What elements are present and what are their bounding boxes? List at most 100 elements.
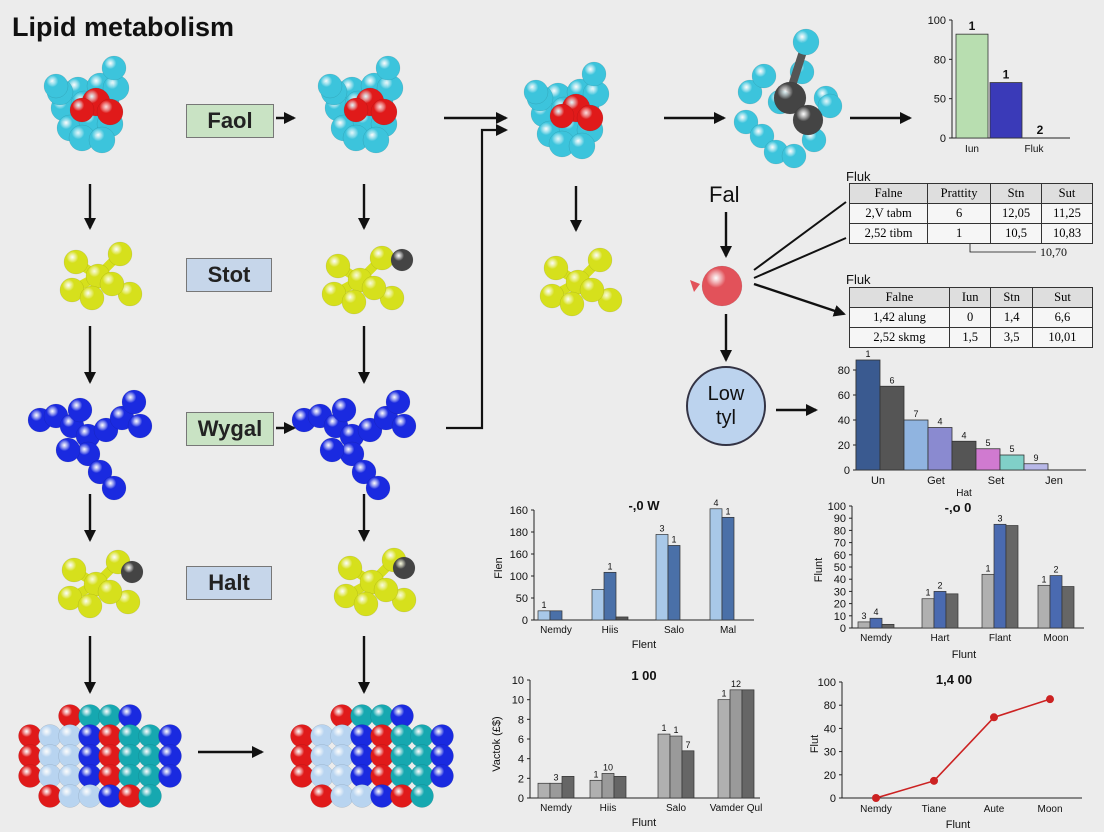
chart4-tick-label: 8 <box>518 714 524 726</box>
chart4-x-label: Flunt <box>632 817 656 829</box>
table2-cell: 10,01 <box>1031 327 1094 348</box>
chart2-bar-label: 1 <box>541 600 546 610</box>
chart3-bar <box>1037 584 1051 629</box>
cyan-atom <box>817 93 843 119</box>
cyan-atom <box>581 61 607 87</box>
chart4-bar-label: 3 <box>553 772 558 782</box>
chart2-bar <box>709 508 723 621</box>
chart0-category-label: Fluk <box>1025 144 1045 155</box>
chart1-tick-label: 40 <box>838 415 850 427</box>
chart5-tick-label: 20 <box>824 770 836 782</box>
carbon-atom <box>792 104 824 136</box>
chart1-bar-label: 7 <box>913 409 918 419</box>
chart2-y-label: Flen <box>493 557 505 578</box>
chart3-bar <box>993 523 1007 629</box>
low-tyl-line1: Low <box>707 383 745 405</box>
carbon-atom <box>120 560 144 584</box>
chart2-tick-label: 160 <box>510 549 528 561</box>
chart2-category-label: Hiis <box>602 625 619 636</box>
chart5-tick-label: 0 <box>830 793 836 805</box>
chart1-bar-label: 9 <box>1033 453 1038 463</box>
chart2-bar-label: 1 <box>725 506 730 516</box>
blue-atom <box>55 437 81 463</box>
carbon-atom <box>392 556 416 580</box>
oxygen-atom <box>549 103 575 129</box>
oxygen-atom <box>576 104 604 132</box>
chart4-bar-label: 7 <box>685 740 690 750</box>
chart1-bar <box>1023 463 1049 471</box>
chart3-bar <box>869 617 883 629</box>
chart4-title: 1 00 <box>631 668 656 683</box>
cyan-atom <box>751 63 777 89</box>
carbon-atom <box>773 81 807 115</box>
oxygen-atom <box>96 98 124 126</box>
fal-label: Fal <box>709 182 740 207</box>
blue-atom <box>67 397 93 423</box>
table2-header-cell: Falne <box>849 287 950 308</box>
yellow-atom <box>79 285 105 311</box>
chart1-tick-label: 20 <box>838 440 850 452</box>
mixed-atom <box>158 764 182 788</box>
chart0-category-label: Iun <box>965 144 979 155</box>
cyan-atom <box>43 73 69 99</box>
carbon-atom <box>390 248 414 272</box>
yellow-atom <box>61 557 87 583</box>
chart3-tick-label: 40 <box>834 574 846 586</box>
table2-cell: 1,4 <box>990 307 1033 328</box>
chart0-bar-label: 2 <box>1037 123 1044 137</box>
chart3-tick-label: 20 <box>834 599 846 611</box>
chart3-tick-label: 10 <box>834 611 846 623</box>
connector-line <box>753 201 847 271</box>
chart2-bar-label: 1 <box>671 534 676 544</box>
cyan-atom <box>568 132 596 160</box>
chart1-category-label: Un <box>871 475 885 487</box>
chart5-title: 1,4 00 <box>936 672 972 687</box>
chart2-category-label: Salo <box>664 625 684 636</box>
cyan-atom <box>523 79 549 105</box>
cyan-atom <box>733 109 759 135</box>
fal-to-table2-arrow <box>753 282 846 317</box>
chart1-tick-label: 80 <box>838 365 850 377</box>
cyan-atom <box>362 126 390 154</box>
chart5-x-label: Flunt <box>946 819 970 831</box>
table2-cell: 6,6 <box>1031 307 1094 328</box>
chart2-tick-label: 180 <box>510 527 528 539</box>
chart4-bar-label: 1 <box>661 723 666 733</box>
blue-atom <box>121 389 147 415</box>
chart2-bar-label: 4 <box>713 498 718 508</box>
yellow-atom <box>63 249 89 275</box>
chart5-y-label: Flut <box>809 735 821 753</box>
cyan-atom <box>792 28 820 56</box>
chart3-bar <box>945 593 959 629</box>
chart1-bar-label: 4 <box>937 417 942 427</box>
chart3-bar-label: 3 <box>861 611 866 621</box>
yellow-atom <box>373 577 399 603</box>
low-tyl-node: Low tyl <box>686 366 766 446</box>
chart3-bar <box>881 623 895 629</box>
chart2-bar <box>591 589 605 621</box>
chart0-tick-label: 0 <box>940 133 946 145</box>
chart0-bar <box>955 33 989 139</box>
chart4-bar <box>717 699 731 799</box>
blue-atom <box>365 475 391 501</box>
chart1-bar-label: 5 <box>1009 444 1014 454</box>
chart3-tick-label: 90 <box>834 513 846 525</box>
chart2-bar <box>549 610 563 621</box>
yellow-atom <box>353 591 379 617</box>
chart1-category-label: Get <box>927 475 945 487</box>
table1-cell: 2,52 tibm <box>848 223 929 244</box>
chart1-bar <box>855 359 881 471</box>
blue-atom <box>385 389 411 415</box>
table2-cell: 1,5 <box>948 327 992 348</box>
chart4-category-label: Vamder Qul <box>710 803 763 814</box>
chart5-point <box>1046 695 1054 704</box>
chart3-category-label: Hart <box>931 633 950 644</box>
